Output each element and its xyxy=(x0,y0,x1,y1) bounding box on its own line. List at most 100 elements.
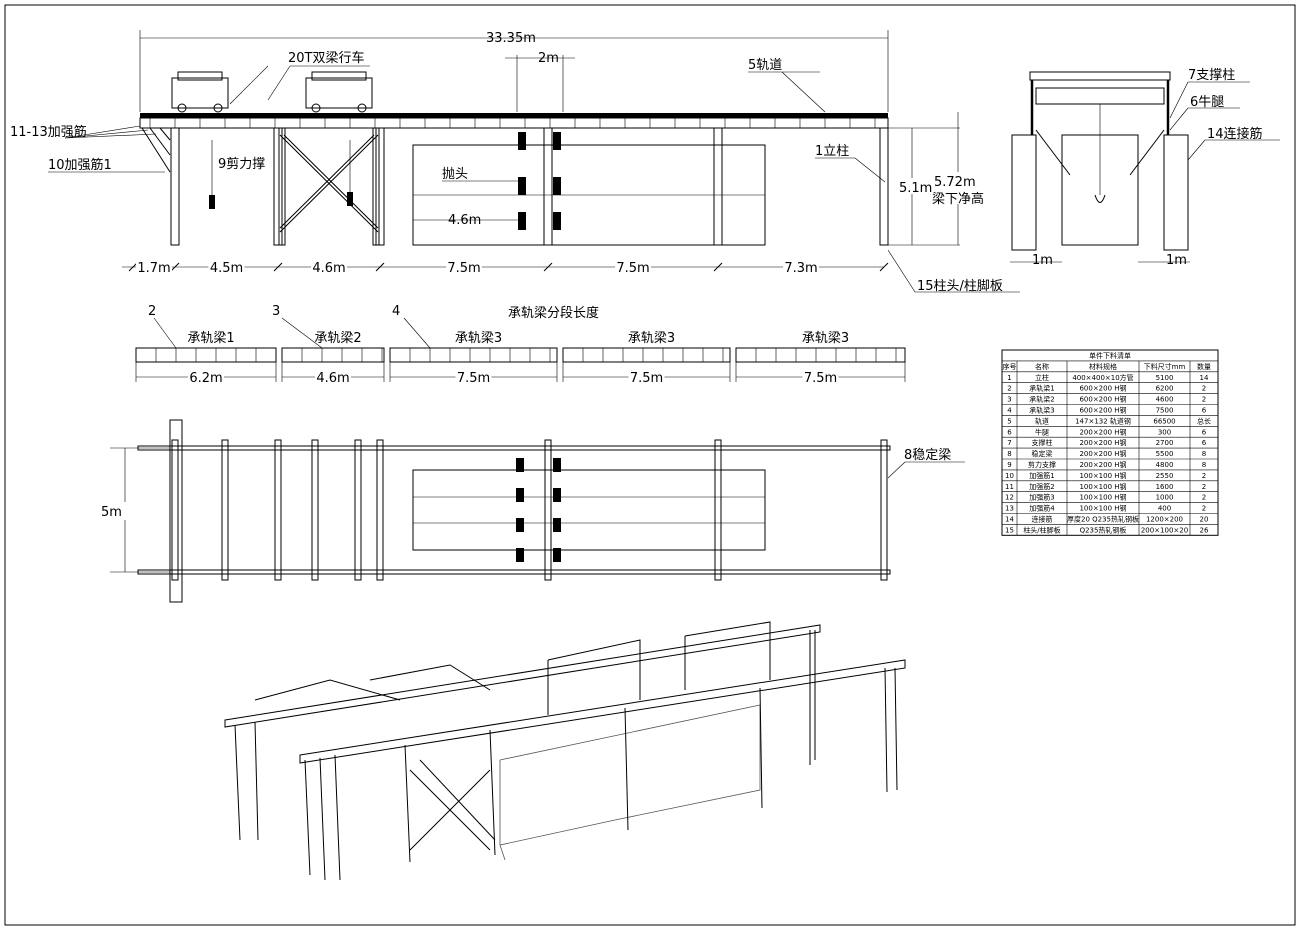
bom-cell: 1 xyxy=(1007,374,1011,382)
bom-cell: 数量 xyxy=(1197,362,1211,371)
bom-cell: 支撑柱 xyxy=(1032,438,1053,447)
column-label: 1立柱 xyxy=(815,144,849,159)
span-dimension-label: 1.7m xyxy=(137,261,170,276)
crane-1 xyxy=(171,71,229,113)
lifting-clamp-icon xyxy=(553,548,561,562)
segment-length-label: 6.2m xyxy=(189,371,222,386)
column xyxy=(543,127,553,246)
bom-cell: 名称 xyxy=(1035,362,1049,371)
segment-length-label: 4.6m xyxy=(316,371,349,386)
support-column-label: 7支撑柱 xyxy=(1188,68,1235,83)
segment-length-label: 7.5m xyxy=(630,371,663,386)
segment-name-label: 承轨梁3 xyxy=(628,331,675,346)
bom-cell: 100×100 H钢 xyxy=(1079,504,1126,513)
segments-title: 承轨梁分段长度 xyxy=(508,305,599,321)
bom-cell: 承轨梁2 xyxy=(1029,395,1054,404)
bom-cell: 6 xyxy=(1202,439,1207,447)
bom-cell: 剪力支撑 xyxy=(1028,460,1056,469)
bom-cell: 2 xyxy=(1202,494,1206,502)
stabilizer-label: 8稳定梁 xyxy=(904,447,951,463)
bracket-label: 6牛腿 xyxy=(1190,95,1224,110)
bom-cell: 下料尺寸mm xyxy=(1144,362,1186,371)
bom-cell: 5100 xyxy=(1156,374,1174,382)
bom-cell: 8 xyxy=(1202,461,1206,469)
bom-cell: 6 xyxy=(1202,407,1207,415)
stabilizer-beam xyxy=(311,439,319,581)
base-plate-label: 15柱头/柱脚板 xyxy=(917,278,1003,294)
bom-cell: 6 xyxy=(1007,428,1012,436)
bom-cell: 2 xyxy=(1202,472,1206,480)
crane-rail-beam xyxy=(140,113,888,118)
bom-cell: 4 xyxy=(1007,407,1012,415)
lifting-clamp-icon xyxy=(553,212,561,230)
gap-label: 2m xyxy=(538,51,559,66)
rail-label: 5轨道 xyxy=(748,58,782,73)
bom-cell: 7 xyxy=(1007,439,1011,447)
bom-cell: 600×200 H钢 xyxy=(1079,395,1126,404)
lifting-clamp-icon xyxy=(553,132,561,150)
stabilizer-beam xyxy=(880,439,888,581)
bom-cell: 稳定梁 xyxy=(1032,449,1053,458)
drawing-border xyxy=(4,4,1296,926)
bom-cell: 5500 xyxy=(1156,450,1174,458)
bom-cell: 2550 xyxy=(1156,472,1174,480)
height-5-1-label: 5.1m xyxy=(899,181,932,196)
bom-cell: Q235热轧钢板 xyxy=(1080,525,1127,534)
bom-cell: 2 xyxy=(1202,505,1206,513)
stabilizer-beam xyxy=(376,439,384,581)
segment-name-label: 承轨梁3 xyxy=(455,331,502,346)
lifting-clamp-icon xyxy=(516,488,524,502)
bom-cell: 100×100 H钢 xyxy=(1079,471,1126,480)
bom-cell: 12 xyxy=(1005,494,1014,502)
bom-cell: 9 xyxy=(1007,461,1011,469)
lifting-clamp-icon xyxy=(518,132,526,150)
column xyxy=(278,127,286,246)
bom-cell: 4600 xyxy=(1156,396,1174,404)
bom-cell: 100×100 H钢 xyxy=(1079,482,1126,491)
overhang-length-label: 4.6m xyxy=(448,213,481,228)
bom-cell: 立柱 xyxy=(1035,373,1049,382)
lifting-clamp-icon xyxy=(516,548,524,562)
span-dimension-label: 7.5m xyxy=(447,261,480,276)
bom-cell: 8 xyxy=(1202,450,1206,458)
clear-height-label: 梁下净高 xyxy=(932,191,984,207)
rail-beam-segment: 7.5m 承轨梁3 xyxy=(562,331,731,386)
bom-cell: 66500 xyxy=(1153,417,1175,425)
stiffener-11-13-label: 11-13加强筋 xyxy=(10,124,87,140)
bom-cell: 牛腿 xyxy=(1035,427,1049,436)
segment-name-label: 承轨梁1 xyxy=(187,331,234,346)
bom-cell: 20 xyxy=(1200,516,1209,524)
bom-cell: 1200×200 xyxy=(1146,516,1183,524)
bom-cell: 5 xyxy=(1007,417,1011,425)
bom-cell: 200×200 H钢 xyxy=(1079,427,1126,436)
bom-cell: 加强筋3 xyxy=(1029,493,1054,502)
bom-cell: 承轨梁1 xyxy=(1029,384,1054,393)
bom-cell: 2700 xyxy=(1156,439,1174,447)
bom-cell: 14 xyxy=(1200,374,1209,382)
span-dimension-label: 4.5m xyxy=(210,261,243,276)
lifting-clamp-icon xyxy=(516,518,524,532)
lifting-clamp-icon xyxy=(516,458,524,472)
bom-cell: 100×100 H钢 xyxy=(1079,493,1126,502)
bom-cell: 400 xyxy=(1158,505,1171,513)
column xyxy=(879,127,889,246)
lifting-clamp-icon xyxy=(553,458,561,472)
lifting-clamp-icon xyxy=(518,177,526,195)
front-elevation: 33.35m 2m 20T双梁行车 5轨道 11-13加强筋 10加强筋1 9剪… xyxy=(10,30,1020,294)
bom-cell: 加强筋1 xyxy=(1029,471,1054,480)
bom-cell: 6 xyxy=(1202,428,1207,436)
bom-cell: 2 xyxy=(1202,385,1206,393)
